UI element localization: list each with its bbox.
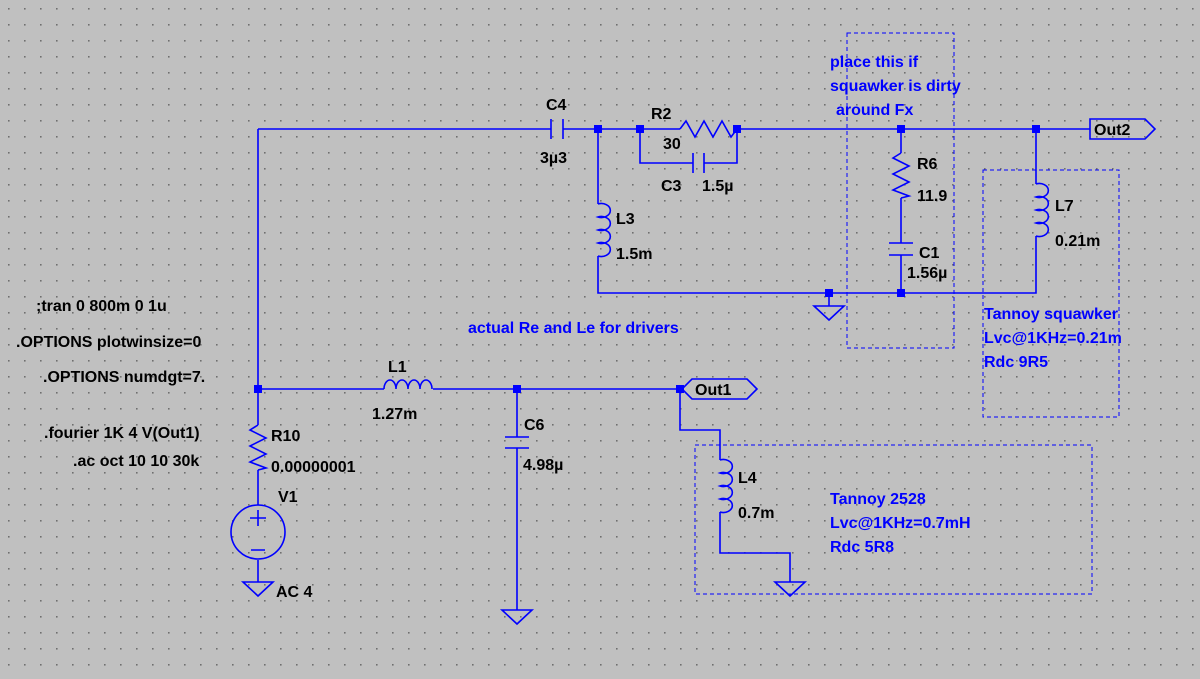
wires (257, 128, 1090, 610)
squawker-driver-box (982, 169, 1120, 418)
resistor-r6[interactable]: R6 11.9 (891, 152, 947, 205)
l4-value: 0.7m (738, 505, 774, 522)
ground-icon (811, 305, 847, 322)
r10-value: 0.00000001 (271, 459, 356, 476)
voltage-source-v1[interactable]: V1 AC 4 (230, 489, 313, 601)
directive-tran: ;tran 0 800m 0 1u (36, 298, 167, 315)
t2528-note-line3: Rdc 5R8 (830, 539, 894, 556)
r2-name: R2 (651, 106, 672, 123)
l7-name: L7 (1055, 198, 1074, 215)
v1-name: V1 (278, 489, 298, 506)
place-note-line1: place this if (830, 54, 919, 71)
c6-value: 4.98µ (523, 457, 563, 474)
c3-value: 1.5µ (702, 178, 733, 195)
inductor-l4[interactable]: L4 0.7m (717, 458, 774, 522)
ground-icon (772, 581, 808, 598)
r10-name: R10 (271, 428, 300, 445)
l1-name: L1 (388, 359, 407, 376)
capacitor-c3[interactable]: C3 1.5µ (661, 153, 733, 195)
squawker-note-line2: Lvc@1KHz=0.21m (984, 330, 1122, 347)
directive-ac: .ac oct 10 10 30k (73, 453, 199, 470)
comments: place this if squawker is dirty around F… (468, 54, 1122, 556)
spice-directives: ;tran 0 800m 0 1u .OPTIONS plotwinsize=0… (16, 298, 205, 470)
c1-name: C1 (919, 245, 940, 262)
place-note-line3: around Fx (836, 102, 913, 119)
port-out1[interactable]: Out1 (680, 378, 759, 400)
l7-value: 0.21m (1055, 233, 1100, 250)
v1-value: AC 4 (276, 584, 313, 601)
l4-name: L4 (738, 470, 757, 487)
inductor-l7[interactable]: L7 0.21m (1033, 182, 1100, 251)
out1-label: Out1 (695, 382, 732, 399)
l3-name: L3 (616, 211, 635, 228)
directive-plotwin: .OPTIONS plotwinsize=0 (16, 334, 201, 351)
t2528-note-line2: Lvc@1KHz=0.7mH (830, 515, 971, 532)
squawker-note-line1: Tannoy squawker (984, 306, 1118, 323)
r6-name: R6 (917, 156, 938, 173)
c4-value: 3µ3 (540, 150, 567, 167)
woofer-driver-box (694, 444, 1093, 595)
resistor-r2[interactable]: R2 30 (651, 106, 738, 153)
l3-value: 1.5m (616, 246, 652, 263)
squawker-filter-box (846, 32, 955, 349)
r2-value: 30 (663, 136, 681, 153)
c1-value: 1.56µ (907, 265, 947, 282)
ground-icon (499, 609, 535, 626)
resistor-r10[interactable]: R10 0.00000001 (248, 424, 356, 476)
l1-value: 1.27m (372, 406, 417, 423)
c6-name: C6 (524, 417, 545, 434)
port-out2[interactable]: Out2 (1089, 118, 1157, 140)
place-note-line2: squawker is dirty (830, 78, 961, 95)
squawker-note-line3: Rdc 9R5 (984, 354, 1048, 371)
c3-name: C3 (661, 178, 682, 195)
directive-fourier: .fourier 1K 4 V(Out1) (44, 425, 200, 442)
c4-name: C4 (546, 97, 567, 114)
capacitor-c1[interactable]: C1 1.56µ (889, 242, 947, 282)
capacitor-c6[interactable]: C6 4.98µ (505, 417, 563, 474)
actual-note: actual Re and Le for drivers (468, 320, 679, 337)
out2-label: Out2 (1094, 122, 1131, 139)
t2528-note-line1: Tannoy 2528 (830, 491, 926, 508)
r6-value: 11.9 (917, 188, 947, 205)
directive-numdgt: .OPTIONS numdgt=7. (43, 369, 205, 386)
inductor-l1[interactable]: L1 1.27m (372, 359, 433, 423)
ground-icon (240, 581, 276, 598)
capacitor-c4[interactable]: C4 3µ3 (540, 97, 567, 167)
inductor-l3[interactable]: L3 1.5m (595, 202, 652, 263)
